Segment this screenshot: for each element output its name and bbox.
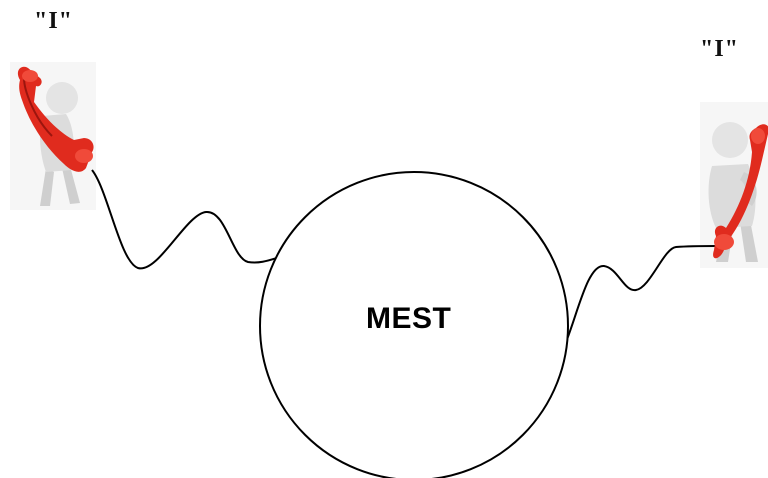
right-phone-wire: [566, 246, 716, 342]
mest-circle: [260, 172, 568, 478]
left-phone-wire: [92, 170, 280, 268]
